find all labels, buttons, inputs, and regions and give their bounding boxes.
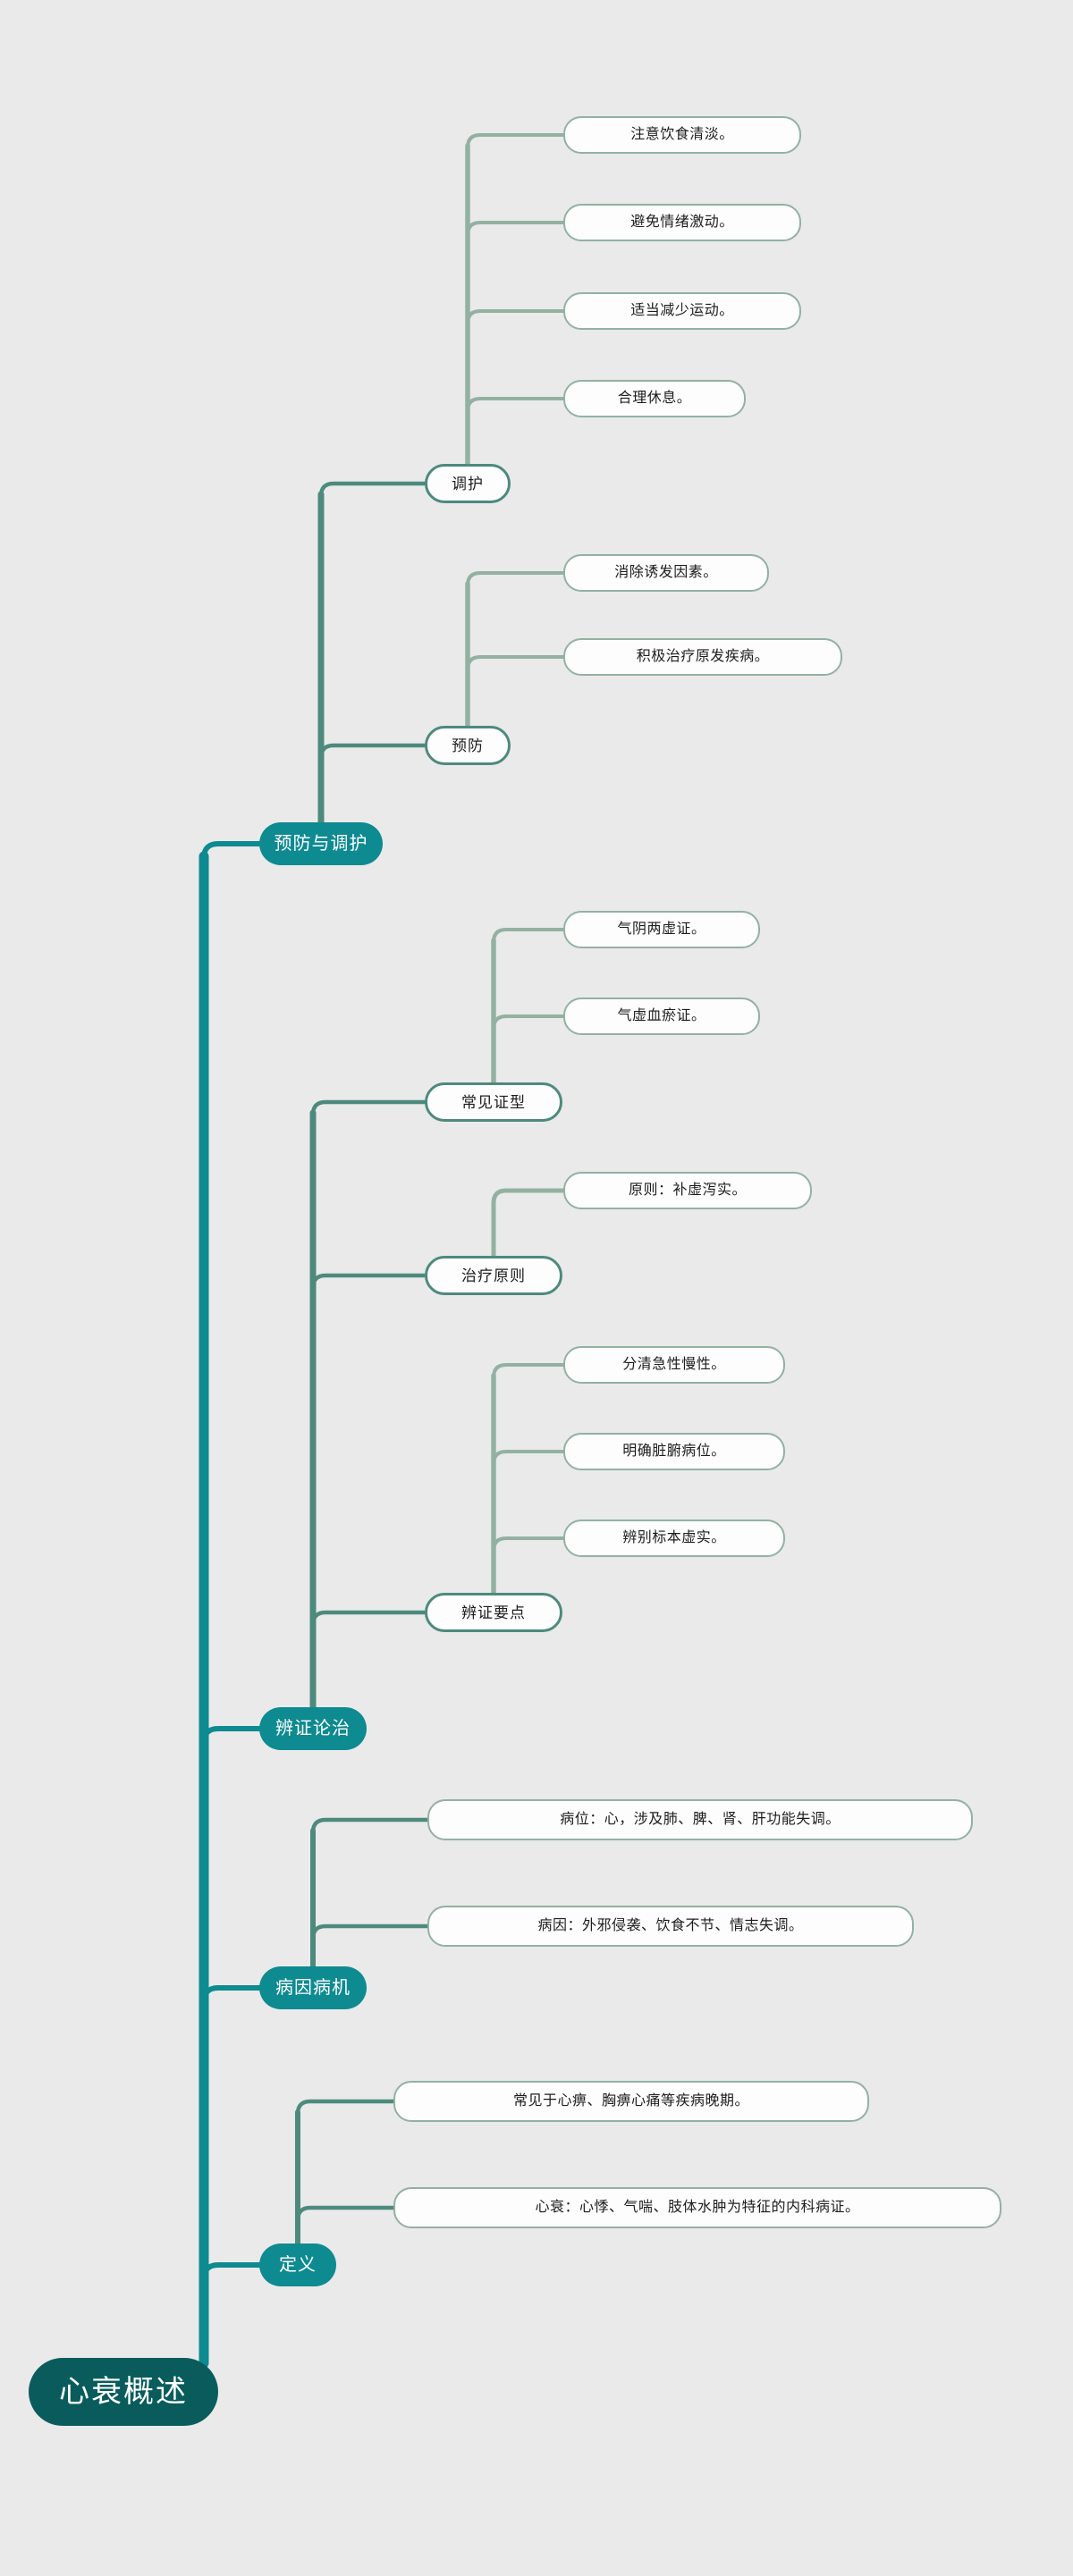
leaf-node-cause[interactable]: 病因：外邪侵袭、饮食不节、情志失调。 bbox=[427, 1906, 914, 1947]
leaf-node-diet[interactable]: 注意饮食清淡。 bbox=[563, 116, 801, 154]
leaf-node-primary[interactable]: 积极治疗原发疾病。 bbox=[563, 638, 842, 676]
branch-node-etiology[interactable]: 病因病机 bbox=[259, 1966, 367, 2009]
sub-node-tiaohu[interactable]: 调护 bbox=[425, 464, 511, 503]
leaf-node-exercise[interactable]: 适当减少运动。 bbox=[563, 292, 801, 330]
root-node[interactable]: 心衰概述 bbox=[29, 2358, 218, 2426]
branch-node-syndrome[interactable]: 辨证论治 bbox=[259, 1707, 367, 1750]
sub-node-zhiliao[interactable]: 治疗原则 bbox=[425, 1256, 562, 1295]
leaf-node-qixu[interactable]: 气虚血瘀证。 bbox=[563, 998, 760, 1035]
leaf-node-organ[interactable]: 明确脏腑病位。 bbox=[563, 1433, 785, 1470]
leaf-node-location[interactable]: 病位：心，涉及肺、脾、肾、肝功能失调。 bbox=[427, 1799, 973, 1840]
leaf-node-trigger[interactable]: 消除诱发因素。 bbox=[563, 554, 769, 592]
branch-node-definition[interactable]: 定义 bbox=[259, 2243, 336, 2286]
sub-node-changjian[interactable]: 常见证型 bbox=[425, 1082, 562, 1122]
leaf-node-define[interactable]: 心衰：心悸、气喘、肢体水肿为特征的内科病证。 bbox=[393, 2187, 1001, 2228]
leaf-node-qiyin[interactable]: 气阴两虚证。 bbox=[563, 911, 760, 948]
leaf-node-root-branch[interactable]: 辨别标本虚实。 bbox=[563, 1520, 785, 1557]
leaf-node-rest[interactable]: 合理休息。 bbox=[563, 380, 746, 417]
leaf-node-emotion[interactable]: 避免情绪激动。 bbox=[563, 204, 801, 241]
leaf-node-common[interactable]: 常见于心痹、胸痹心痛等疾病晚期。 bbox=[393, 2081, 869, 2122]
branch-node-prevention[interactable]: 预防与调护 bbox=[259, 822, 383, 865]
leaf-node-acute[interactable]: 分清急性慢性。 bbox=[563, 1346, 785, 1384]
sub-node-yufang[interactable]: 预防 bbox=[425, 726, 511, 765]
leaf-node-principle[interactable]: 原则：补虚泻实。 bbox=[563, 1172, 812, 1209]
sub-node-bianzheng[interactable]: 辨证要点 bbox=[425, 1593, 562, 1632]
